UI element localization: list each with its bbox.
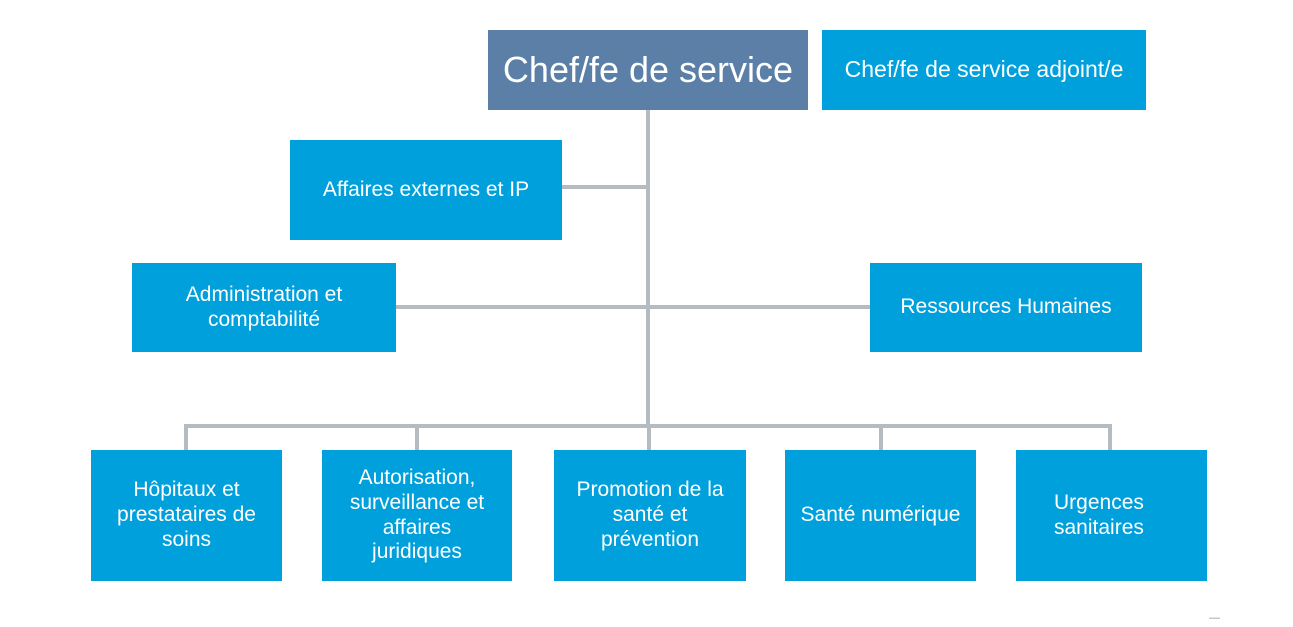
node-affaires-externes-et-ip[interactable]: Affaires externes et IP xyxy=(290,140,562,240)
connector-drop-1 xyxy=(415,424,419,450)
node-administration-et-comptabilite[interactable]: Administration et comptabilité xyxy=(132,263,396,352)
node-chef-de-service[interactable]: Chef/fe de service xyxy=(488,30,808,110)
division-node[interactable]: Promotion de la santé et prévention xyxy=(554,450,746,581)
node-chef-de-service-adjoint[interactable]: Chef/fe de service adjoint/e xyxy=(822,30,1146,110)
connector-drop-2 xyxy=(647,424,651,450)
connector-trunk-vertical xyxy=(646,110,650,426)
connector-human-resources xyxy=(648,305,870,309)
connector-administration xyxy=(396,305,648,309)
connector-drop-3 xyxy=(879,424,883,450)
connector-external-affairs xyxy=(562,185,648,189)
page-mark: — xyxy=(1209,612,1220,624)
connector-drop-4 xyxy=(1108,424,1112,450)
connector-drop-0 xyxy=(184,424,188,450)
node-ressources-humaines[interactable]: Ressources Humaines xyxy=(870,263,1142,352)
division-node[interactable]: Autorisation, surveillance et affaires j… xyxy=(322,450,512,581)
division-node[interactable]: Hôpitaux et prestataires de soins xyxy=(91,450,282,581)
division-node[interactable]: Urgences sanitaires xyxy=(1016,450,1207,581)
division-node[interactable]: Santé numérique xyxy=(785,450,976,581)
